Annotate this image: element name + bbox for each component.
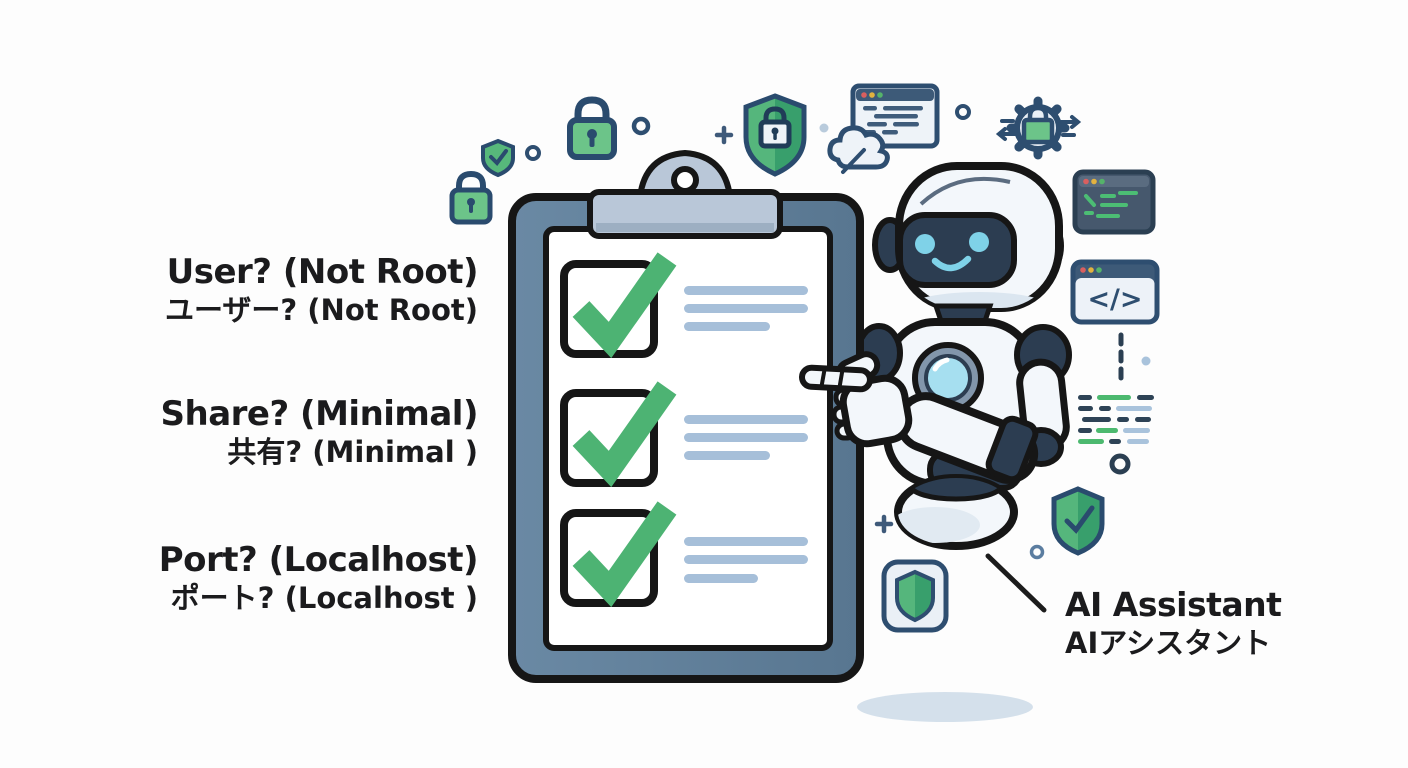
shield-lock-icon: [743, 93, 807, 177]
shield-check-icon-small: [481, 138, 515, 178]
assistant-label-ja: AIアシスタント: [1065, 625, 1272, 660]
robot-wrist-cuff: [985, 415, 1039, 483]
checkbox-row-1: [560, 252, 808, 359]
padlock-icon-left: [449, 170, 493, 225]
assistant-label-en: AI Assistant: [1065, 585, 1282, 624]
padlock-icon-top: [567, 96, 617, 160]
code-lines-icon: [1078, 395, 1154, 444]
label-share-en: Share? (Minimal): [160, 394, 479, 434]
robot-pointing-arm: [799, 351, 1039, 484]
robot-shadow: [857, 692, 1033, 722]
robot-face-screen: [897, 212, 1017, 288]
assistant-pointer-line: [985, 553, 1047, 613]
checklist-label-port: Port? (Localhost) ポート? (Localhost ): [158, 540, 479, 617]
label-share-ja: 共有? (Minimal ): [227, 435, 478, 470]
clipboard: [508, 149, 864, 683]
robot-eye-right: [969, 232, 989, 252]
plus-icon-top: [714, 125, 734, 145]
shield-check-icon-right: [1051, 486, 1105, 556]
robot-assistant: [855, 162, 1072, 550]
label-user-ja: ユーザー? (Not Root): [164, 293, 478, 328]
small-dot: [819, 123, 829, 133]
checkbox-row-2: [560, 381, 808, 488]
checkmark-2: [572, 381, 677, 488]
plus-icon-bottom: [874, 514, 894, 534]
shield-badge-icon: [881, 559, 949, 633]
robot-hand: [799, 351, 913, 448]
code-symbol: </>: [1087, 284, 1142, 315]
checklist-label-user: User? (Not Root) ユーザー? (Not Root): [164, 252, 479, 329]
robot-smile: [931, 255, 972, 272]
robot-eye-left: [915, 234, 935, 254]
checkbox-row-3: [560, 501, 808, 608]
robot-index-finger: [799, 364, 873, 393]
browser-window-icon: [850, 83, 940, 149]
checklist-item-lines-1: [684, 286, 808, 331]
circle-dot-icon: [525, 145, 541, 161]
robot-lower-dome: [894, 474, 1018, 550]
circle-dot-icon: [1029, 544, 1045, 560]
label-port-ja: ポート? (Localhost ): [170, 581, 478, 616]
gear-lock-icon: [995, 96, 1082, 160]
circle-dot-icon: [955, 104, 971, 120]
checklist-label-share: Share? (Minimal) 共有? (Minimal ): [160, 394, 479, 471]
checklist-item-lines-3: [684, 537, 808, 583]
circle-dot-icon: [1109, 453, 1131, 475]
terminal-window-icon: [1072, 169, 1156, 235]
checkmark-3: [572, 501, 677, 608]
small-dot: [1141, 356, 1151, 366]
assistant-label: AI Assistant AIアシスタント: [1065, 585, 1282, 662]
checklist-item-lines-2: [684, 415, 808, 460]
label-port-en: Port? (Localhost): [158, 540, 479, 580]
clipboard-clip: [587, 149, 783, 239]
circle-dot-icon: [631, 116, 651, 136]
checkmark-1: [572, 252, 677, 359]
cloud-upload-icon: [827, 125, 890, 174]
code-window-icon: </>: [1070, 259, 1160, 325]
label-user-en: User? (Not Root): [166, 252, 479, 292]
